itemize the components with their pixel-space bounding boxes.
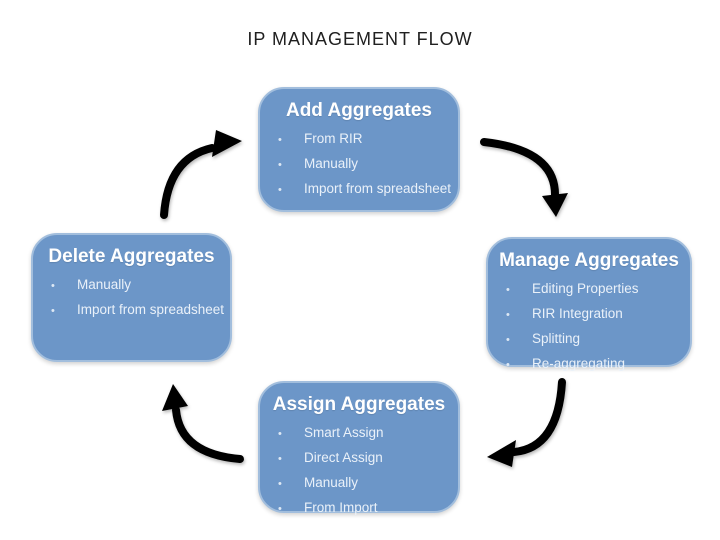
bullet-label: Re-aggregating <box>532 356 626 371</box>
node-heading: Delete Aggregates <box>48 246 215 267</box>
list-item: • From Import <box>278 496 458 521</box>
bullet-label: Manually <box>304 475 359 490</box>
bullet-icon: • <box>506 309 510 321</box>
list-item: • Editing Properties <box>506 277 690 302</box>
bullet-label: Manually <box>77 277 132 292</box>
list-item: • Smart Assign <box>278 421 458 446</box>
bullet-label: Import from spreadsheet <box>77 302 225 317</box>
bullet-icon: • <box>278 503 282 515</box>
arrow-manage-to-assign-icon <box>487 378 566 467</box>
list-item: • Re-aggregating <box>506 352 690 377</box>
bullet-icon: • <box>278 428 282 440</box>
arrow-assign-to-delete-icon <box>162 384 244 463</box>
arrowhead-icon <box>542 193 568 217</box>
arrowhead-icon <box>212 130 242 157</box>
list-item: • Manually <box>278 471 458 496</box>
bullet-icon: • <box>278 159 282 171</box>
bullet-icon: • <box>506 284 510 296</box>
arrow-curve <box>510 378 566 456</box>
bullet-label: From Import <box>304 500 378 515</box>
bullet-label: RIR Integration <box>532 306 623 321</box>
list-item: • From RIR <box>278 127 458 152</box>
list-item: • Splitting <box>506 327 690 352</box>
arrow-curve <box>480 138 560 200</box>
bullet-icon: • <box>278 134 282 146</box>
bullet-label: Import from spreadsheet <box>304 181 452 196</box>
bullet-label: From RIR <box>304 131 363 146</box>
node-heading: Assign Aggregates <box>272 394 446 415</box>
node-add-aggregates: Add Aggregates • From RIR • Manually • Impo… <box>258 87 460 212</box>
arrowhead-icon <box>162 384 188 411</box>
list-item: • Import from spreadsheet <box>278 177 458 202</box>
bullet-icon: • <box>506 334 510 346</box>
node-manage-aggregates: Manage Aggregates • Editing Properties • R… <box>486 237 692 371</box>
bullet-label: Editing Properties <box>532 281 639 296</box>
list-item: • RIR Integration <box>506 302 690 327</box>
arrow-curve <box>172 406 244 463</box>
bullet-icon: • <box>278 453 282 465</box>
list-item: • Import from spreadsheet <box>51 298 230 323</box>
arrowhead-icon <box>487 440 516 467</box>
bullet-label: Direct Assign <box>304 450 383 465</box>
arrow-add-to-manage-icon <box>480 138 568 217</box>
node-heading: Manage Aggregates <box>499 250 679 271</box>
bullet-label: Smart Assign <box>304 425 384 440</box>
bullet-label: Splitting <box>532 331 581 346</box>
node-heading: Add Aggregates <box>285 100 433 121</box>
bullet-icon: • <box>51 305 55 317</box>
list-item: • Direct Assign <box>278 446 458 471</box>
node-delete-aggregates: Delete Aggregates • Manually • Import from… <box>31 233 232 362</box>
list-item: • Manually <box>278 152 458 177</box>
arrow-curve <box>160 144 216 219</box>
bullet-icon: • <box>278 184 282 196</box>
arrow-delete-to-add-icon <box>160 130 242 219</box>
node-assign-aggregates: Assign Aggregates • Smart Assign • Direct … <box>258 381 460 515</box>
node-bullet-list: • Manually • Import from spreadsheet <box>33 273 230 323</box>
bullet-label: Manually <box>304 156 359 171</box>
node-bullet-list: • Editing Properties • RIR Integration • Sp… <box>488 277 690 377</box>
node-bullet-list: • Smart Assign • Direct Assign • Manually •… <box>260 421 458 521</box>
bullet-icon: • <box>51 280 55 292</box>
node-bullet-list: • From RIR • Manually • Import from spreads… <box>260 127 458 202</box>
list-item: • Manually <box>51 273 230 298</box>
bullet-icon: • <box>278 478 282 490</box>
bullet-icon: • <box>506 359 510 371</box>
diagram-title: IP MANAGEMENT FLOW <box>247 29 473 49</box>
